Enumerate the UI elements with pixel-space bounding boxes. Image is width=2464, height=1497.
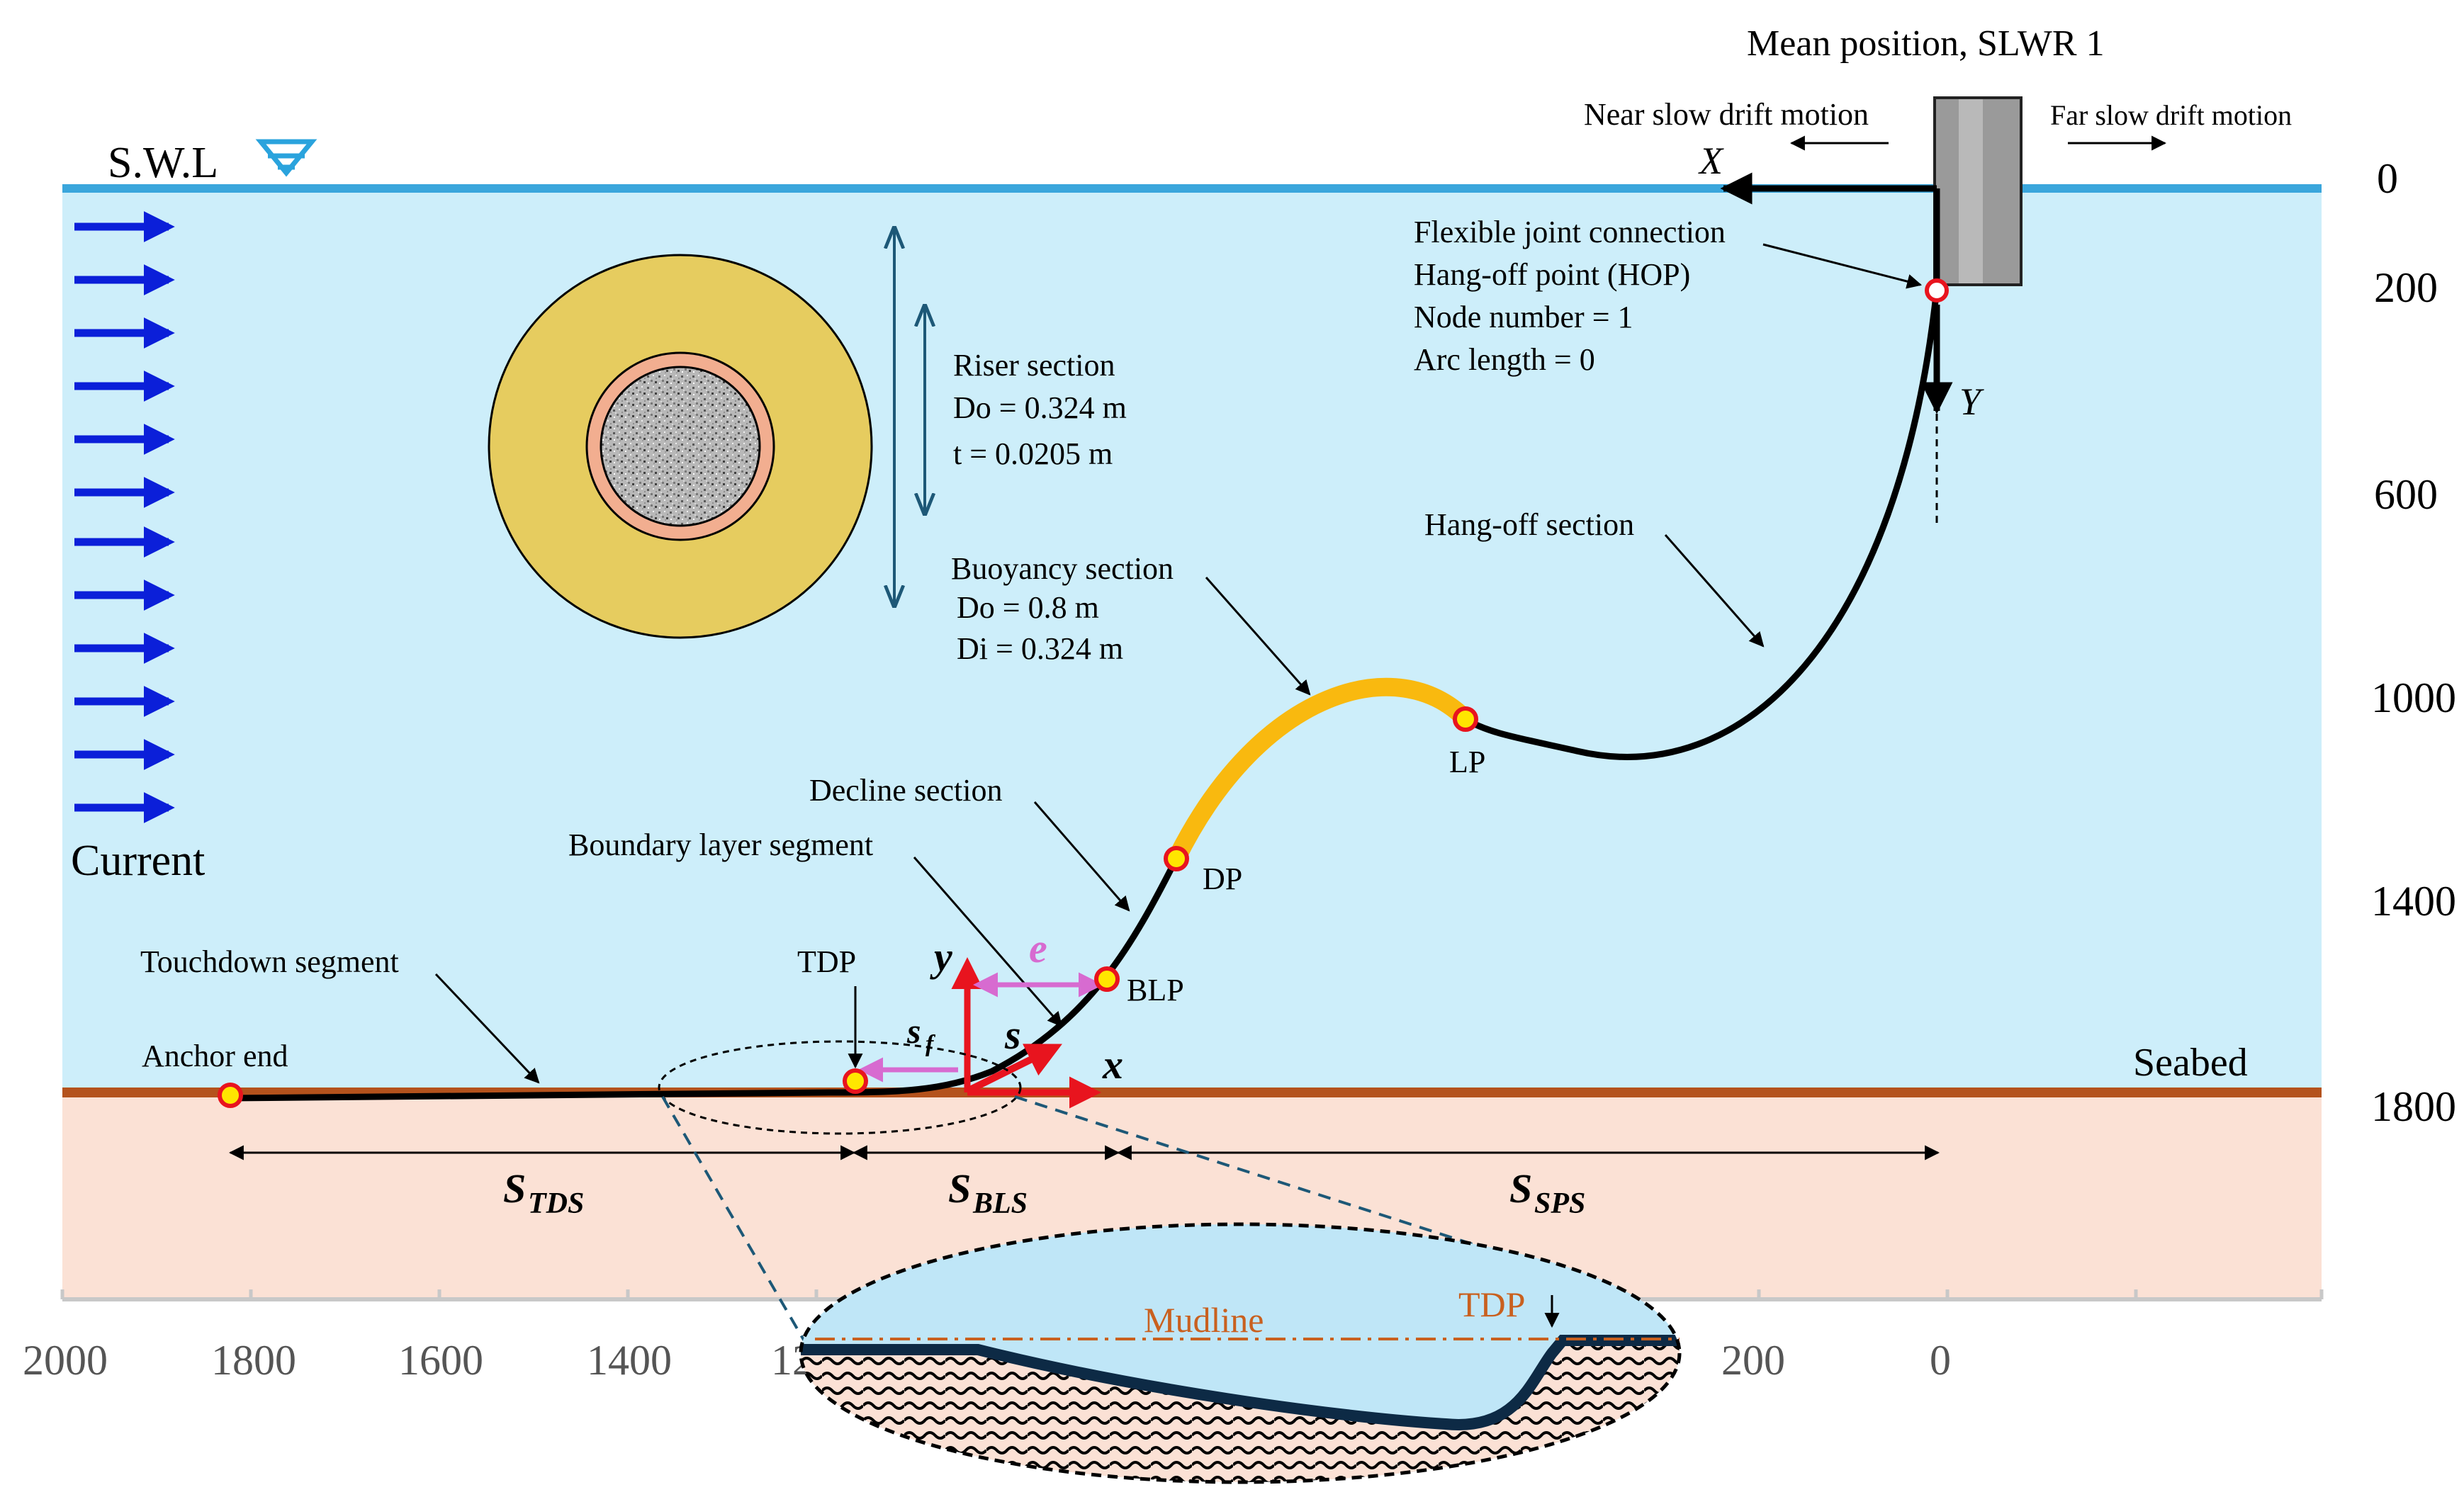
sf-label: s f [906,1011,936,1057]
buoyancy-section [1167,677,1475,868]
hop-line-2: Hang-off point (HOP) [1414,257,1690,292]
boundary-layer-label: Boundary layer segment [568,827,873,862]
depth-axis: 0 200 600 1000 1400 1800 [2371,155,2456,1130]
tdp-label: TDP [797,944,856,979]
zoom-link-right [1014,1095,1592,1284]
far-motion-label: Far slow drift motion [2050,99,2292,131]
svg-text:SPS: SPS [1534,1187,1585,1220]
blp-label: BLP [1127,973,1184,1007]
riser-nodes [218,278,1949,1108]
riser-cross-section [488,254,873,639]
depth-tick-600: 600 [2374,471,2438,518]
sps-span-label: S SPS [1509,1165,1585,1220]
lp-label: LP [1449,745,1485,779]
swl-label: S.W.L [108,139,218,187]
x-tick-0: 0 [1930,1337,1951,1384]
hangoff-section-label: Hang-off section [1424,507,1634,542]
riser-decline-curve [230,857,1180,1102]
lp-node [1453,706,1478,732]
riser-hangoff-curve [1463,288,1940,760]
dp-label: DP [1203,862,1242,896]
hop-leader [1762,243,1923,289]
x-tick-1800: 1800 [211,1337,296,1384]
water-level-icon [255,139,317,177]
local-x-label: x [1102,1041,1123,1088]
depth-tick-1800: 1800 [2371,1083,2456,1130]
svg-text:S: S [503,1165,526,1211]
x-tick-200: 200 [1721,1337,1785,1384]
x-tick-1600: 1600 [398,1337,483,1384]
svg-text:s: s [906,1011,921,1051]
hop-line-4: Arc length = 0 [1414,342,1595,377]
hop-line-1: Flexible joint connection [1414,215,1726,249]
svg-text:f: f [926,1031,936,1057]
boundary-layer-leader [913,857,1063,1027]
local-s-axis [965,1044,1062,1095]
depth-tick-1400: 1400 [2371,878,2456,925]
current-label: Current [71,837,205,885]
local-s-label: s [1004,1012,1021,1058]
svg-text:TDS: TDS [528,1187,584,1220]
svg-text:BLS: BLS [972,1187,1028,1220]
depth-tick-0: 0 [2377,155,2398,202]
anchor-end-label: Anchor end [142,1039,288,1073]
riser-section-t: t = 0.0205 m [953,436,1113,471]
seabed-label: Seabed [2133,1041,2248,1085]
depth-tick-1000: 1000 [2371,674,2456,721]
svg-text:S: S [1509,1165,1532,1211]
hop-node [1925,278,1949,303]
svg-text:S: S [948,1165,971,1211]
global-y-label: Y [1959,380,1984,423]
buoyancy-section-title: Buoyancy section [951,551,1174,586]
near-motion-label: Near slow drift motion [1584,97,1869,132]
riser-section-title: Riser section [953,348,1115,383]
anchor-node [218,1083,243,1108]
riser-section-do: Do = 0.324 m [953,390,1127,425]
decline-leader [1033,801,1130,912]
mudline-label: Mudline [1144,1300,1264,1340]
local-y-label: y [930,934,952,980]
inset-tdp-label: TDP [1458,1284,1525,1324]
blp-node [1094,966,1120,992]
dp-node [1164,846,1189,871]
eccentricity-label: e [1029,925,1047,971]
touchdown-segment-label: Touchdown segment [140,944,399,979]
bls-span-label: S BLS [948,1165,1028,1220]
touchdown-leader [434,973,540,1084]
zoom-region [658,1040,1022,1135]
mean-position-label: Mean position, SLWR 1 [1747,23,2105,64]
zoom-link-left [661,1095,813,1355]
buoyancy-section-do: Do = 0.8 m [957,590,1099,625]
hop-line-3: Node number = 1 [1414,300,1633,334]
tdp-node [843,1068,868,1094]
tds-span-label: S TDS [503,1165,584,1220]
buoyancy-section-di: Di = 0.324 m [957,631,1123,666]
decline-section-label: Decline section [809,773,1002,808]
current-arrows [74,211,175,823]
x-tick-1400: 1400 [587,1337,672,1384]
x-tick-2000: 2000 [23,1337,108,1384]
depth-tick-200: 200 [2374,264,2438,311]
hangoff-leader [1664,534,1765,648]
buoyancy-leader [1205,577,1311,696]
seabed-inset: Mudline TDP [799,1222,1682,1484]
global-x-label: X [1698,140,1724,182]
water-region [62,188,2322,1092]
